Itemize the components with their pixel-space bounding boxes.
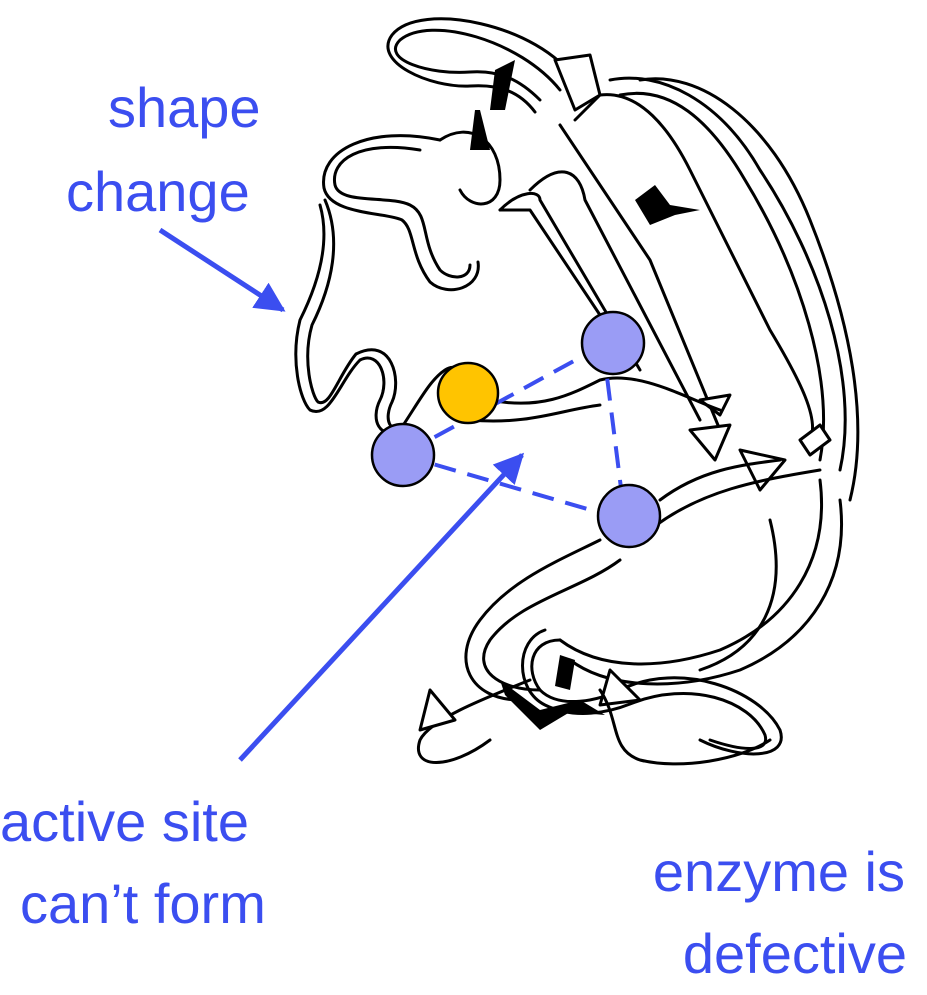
ribbon-top-loop	[395, 30, 560, 100]
active-site-label-line-1: active site	[0, 790, 249, 854]
active-site-edge	[402, 345, 603, 455]
ribbon-left-loop	[334, 147, 470, 277]
bond-icon	[555, 655, 575, 690]
residue-circle	[372, 424, 434, 486]
ribbon-end-right	[800, 425, 830, 455]
shape-change-label-line-1: shape	[108, 76, 261, 140]
ribbon-lower-2	[484, 560, 620, 690]
ribbon-arrowhead-bottom-left	[420, 690, 455, 730]
active-site-arrow	[240, 455, 522, 760]
ribbon-left-flex	[296, 205, 400, 433]
active-site-label-line-2: can’t form	[20, 872, 266, 936]
residue-circle	[582, 312, 644, 374]
shape-change-arrow	[160, 230, 283, 310]
active-site-triangle	[402, 345, 625, 520]
bond-icon	[635, 185, 700, 225]
residue-circle	[598, 485, 660, 547]
strand-3	[575, 95, 813, 440]
ribbon-lower-5	[700, 520, 776, 670]
ribbon-arrowhead-right-1	[690, 425, 730, 460]
strand-mid-4	[650, 470, 820, 530]
defective-label-line-2: defective	[683, 922, 907, 986]
shape-change-label-line-2: change	[66, 160, 250, 224]
protein-ribbon	[296, 19, 858, 764]
ribbon-top-arc	[440, 132, 500, 204]
metal-ion-circle	[438, 363, 498, 423]
defective-label-line-1: enzyme is	[653, 840, 905, 904]
